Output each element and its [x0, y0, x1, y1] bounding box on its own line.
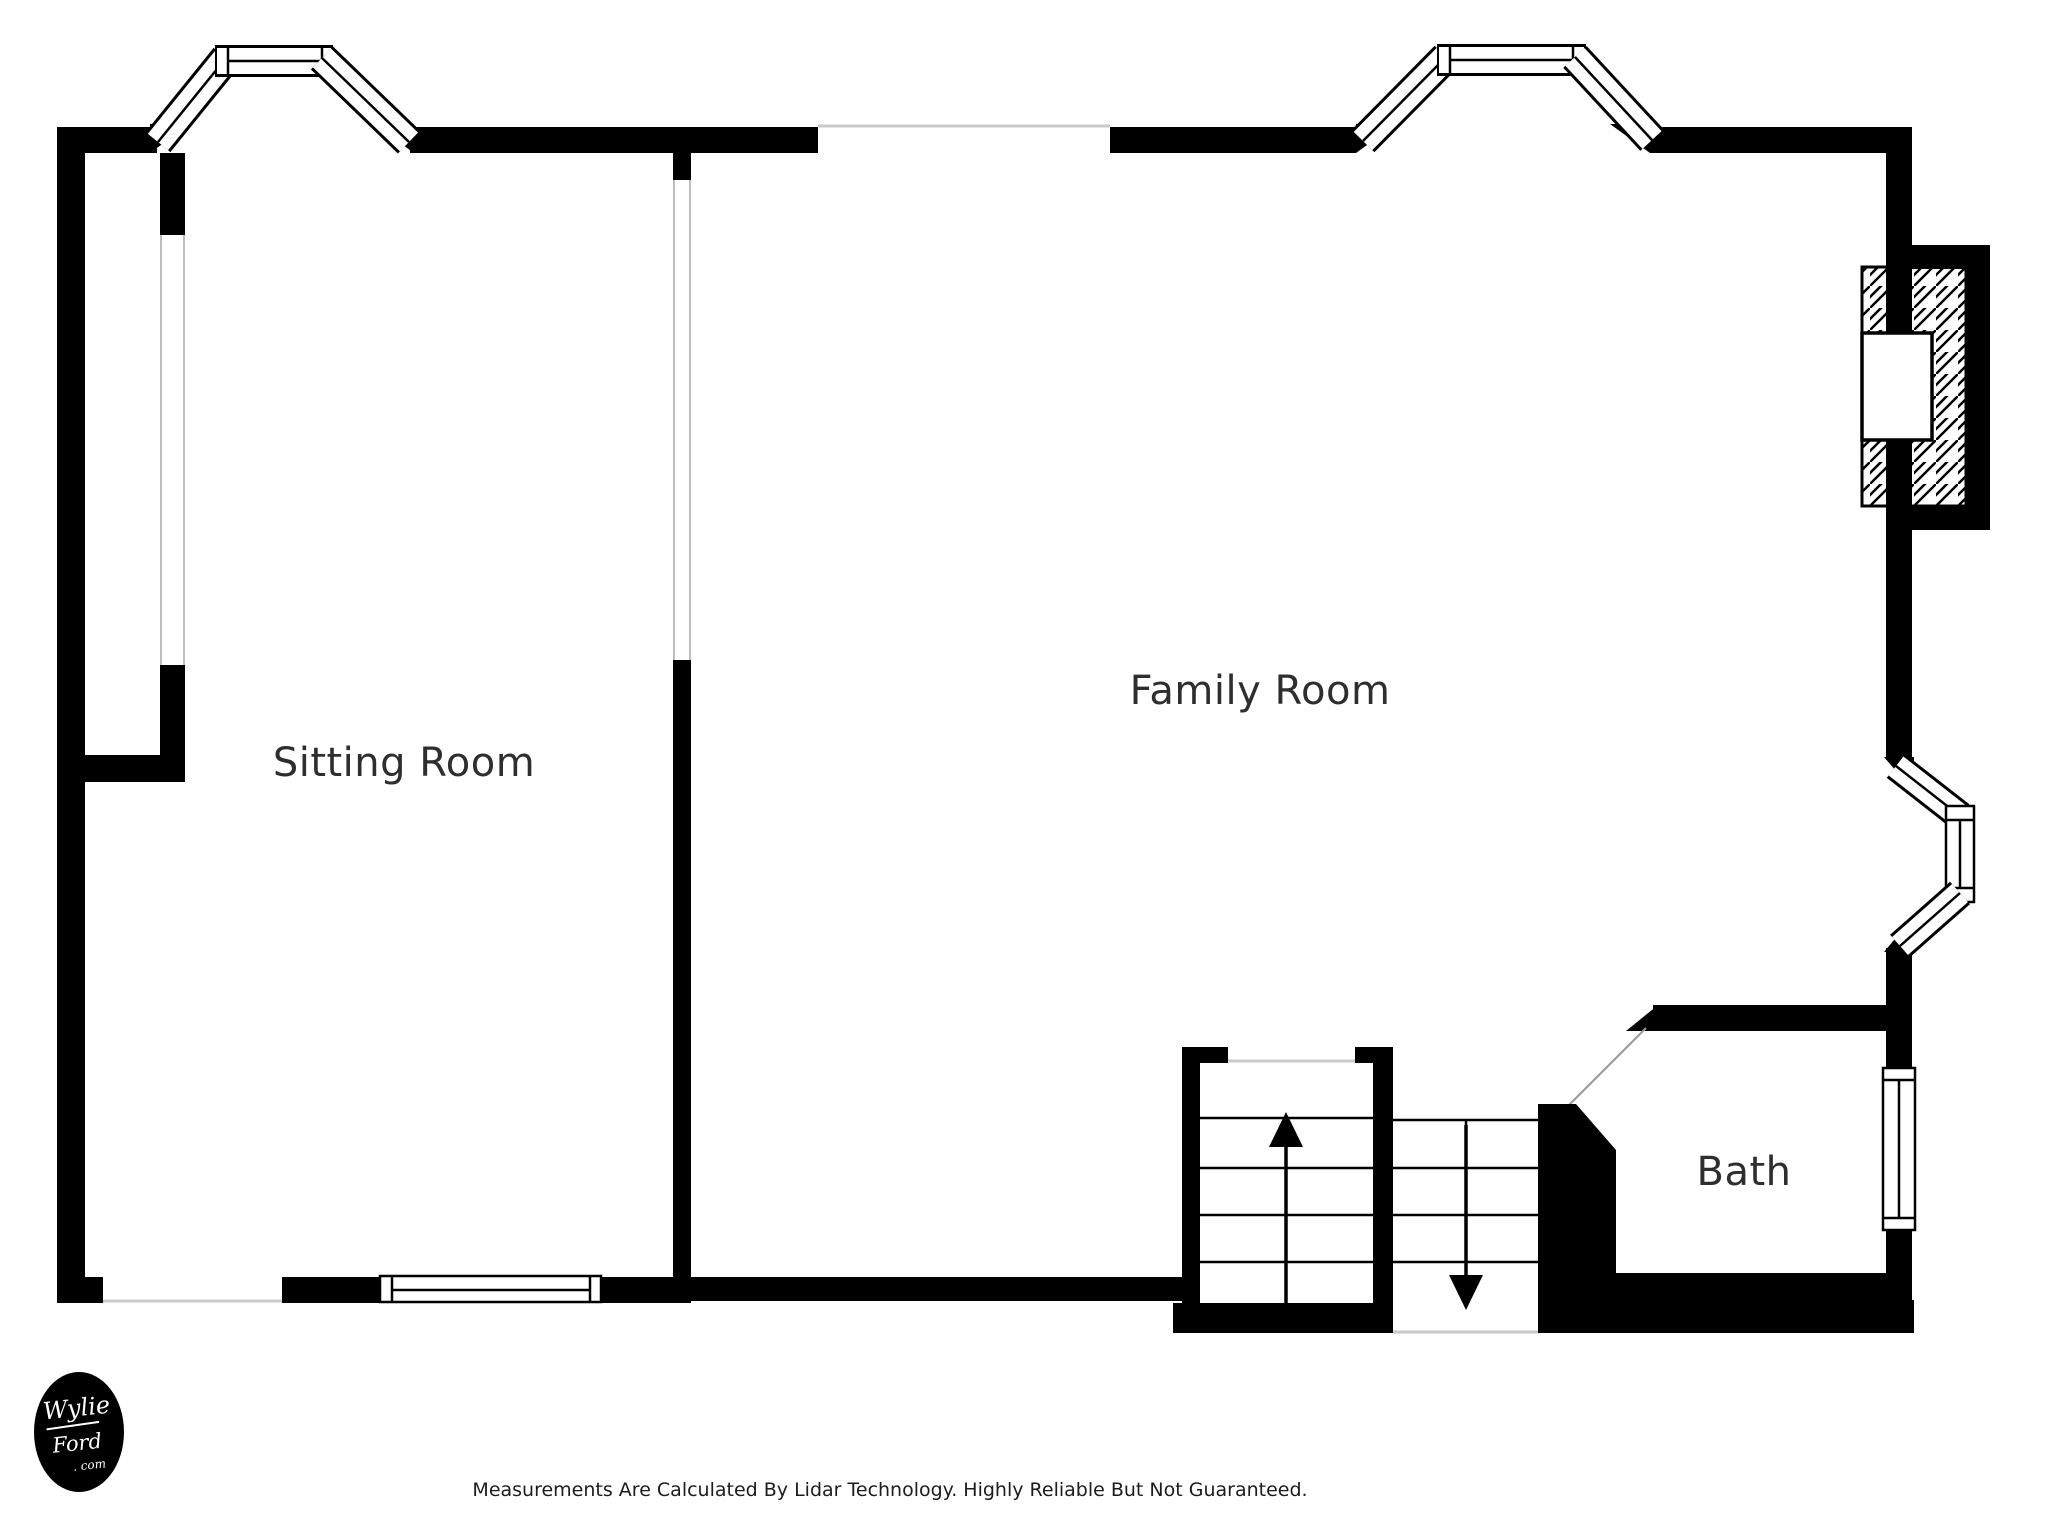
bay1-window-right-centerline	[321, 57, 410, 143]
pier-upper	[160, 153, 185, 235]
wall-top-d	[1650, 127, 1912, 153]
sitting-room-left-recess	[57, 153, 185, 782]
bath-room-walls	[1538, 1005, 1917, 1333]
bay-window-left	[145, 45, 421, 154]
bath-chamfer-wall	[1538, 1104, 1616, 1333]
stairwell-wall-left	[1182, 1047, 1200, 1333]
family-room-label: Family Room	[1130, 668, 1391, 714]
room-labels: Sitting Room Family Room Bath	[273, 668, 1792, 1195]
fireplace-chase-bottom	[1912, 506, 1990, 530]
stairwell-wall-bottom	[1173, 1303, 1393, 1333]
side-bay-window-lower-centerline	[1899, 892, 1961, 947]
bay1-window-left-centerline	[157, 57, 227, 143]
stairs-up-arrow-icon	[1269, 1112, 1303, 1303]
stairwell-wall-right	[1373, 1047, 1393, 1333]
fireplace-chase-right	[1966, 245, 1990, 530]
sitting-room-label: Sitting Room	[273, 740, 535, 786]
bath-bottom-wall	[1610, 1273, 1886, 1302]
logo-text-line2: Ford	[50, 1429, 103, 1458]
logo-text-line1: Wylie	[42, 1391, 112, 1426]
bay2-window-right-centerline	[1574, 56, 1653, 141]
logo-underline	[46, 1420, 100, 1431]
wall-left	[57, 127, 85, 1303]
fireplace-firebox	[1860, 331, 1934, 442]
bay2-window-left-centerline	[1362, 56, 1447, 142]
wall-top-b	[410, 127, 818, 153]
bath-top-wall	[1653, 1005, 1886, 1031]
exterior-walls	[57, 127, 1914, 1333]
bath-door-leaf	[1559, 1027, 1647, 1115]
logo-badge	[34, 1372, 124, 1492]
disclaimer-text: Measurements Are Calculated By Lidar Tec…	[472, 1479, 1307, 1501]
stairs-down-arrow-icon	[1449, 1125, 1483, 1310]
wall-bottom-c	[691, 1277, 1182, 1301]
divider-wall-solid	[673, 660, 691, 1300]
wall-bottom-stub-left	[85, 1277, 103, 1303]
wall-top-a	[57, 127, 157, 153]
bath-top-wall-end-wedge	[1626, 1005, 1658, 1031]
divider-wall	[673, 153, 691, 1300]
bay-window-right-top	[1351, 44, 1664, 153]
stairwell-stub-top-right	[1355, 1047, 1393, 1063]
bath-label: Bath	[1697, 1149, 1792, 1195]
wall-top-c	[1110, 127, 1356, 153]
staircase	[1173, 1047, 1540, 1333]
sitting-room-bottom-window	[378, 1274, 603, 1304]
bay-window-right-side	[1884, 754, 1976, 958]
divider-stub-top	[673, 153, 691, 180]
recess-return-wall	[57, 755, 185, 782]
fireplace	[1860, 245, 1990, 530]
wall-right-mid	[1886, 948, 1912, 1074]
brand-logo: Wylie Ford . com	[34, 1372, 124, 1492]
wall-bottom-a	[282, 1277, 380, 1303]
logo-text-line3: . com	[72, 1456, 106, 1473]
wall-openings	[103, 124, 1540, 1334]
stairwell-stub-top-left	[1182, 1047, 1228, 1063]
